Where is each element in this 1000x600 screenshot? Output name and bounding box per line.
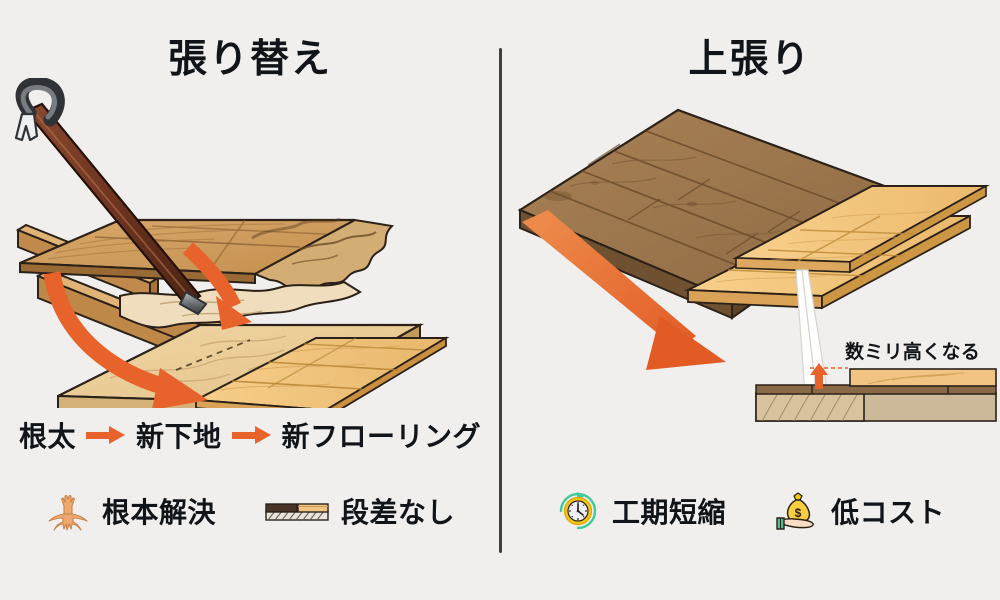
height-difference-cross-section (755, 363, 997, 422)
badge-dansa-nashi: 段差なし (264, 491, 455, 531)
panel-haritagae: 張り替え (0, 38, 500, 534)
new-overlay-planks (684, 184, 990, 310)
damaged-floorboards (19, 217, 395, 293)
badge-label-kouki-tanshuku: 工期短縮 (611, 497, 726, 528)
flow-step-2: 新下地 (135, 421, 222, 452)
left-illustration (14, 78, 450, 408)
left-flow-row: 根太 新下地 新フローリング (0, 415, 500, 455)
svg-text:$: $ (795, 506, 802, 520)
flow-step-3: 新フローリング (281, 421, 482, 452)
badge-label-dansa-nashi: 段差なし (341, 497, 456, 528)
crowbar-icon (14, 78, 208, 316)
orange-arrow-curved-small (182, 242, 252, 330)
height-callout-label: 数ミリ高くなる (845, 342, 981, 363)
badge-kouki-tanshuku: 工期短縮 (555, 488, 726, 534)
badge-konpon-kaiketsu: 根本解決 (45, 488, 216, 534)
right-illustration (517, 108, 990, 408)
flow-arrow-icon-1 (85, 422, 126, 448)
badge-label-tei-cost: 低コスト (831, 497, 946, 528)
left-badges: 根本解決 段差な (0, 488, 500, 534)
orange-arrow-diagonal (522, 210, 726, 370)
new-flooring-planks (192, 336, 450, 408)
badge-label-konpon-kaiketsu: 根本解決 (101, 497, 216, 528)
right-badges: 工期短縮 $ 低コスト (500, 488, 1000, 534)
clock-refresh-icon (559, 492, 597, 530)
orange-arrow-curved-large (43, 271, 208, 408)
tree-root-icon (48, 494, 88, 531)
panel-uwabari: 上張り (500, 0, 1000, 600)
panel-divider (499, 48, 502, 553)
right-panel-title: 上張り (688, 38, 812, 81)
flow-step-1: 根太 (18, 421, 76, 452)
left-panel-title: 張り替え (167, 38, 332, 81)
money-bag-in-hand-icon: $ (776, 492, 814, 530)
flow-arrow-icon-2 (231, 422, 272, 448)
badge-tei-cost: $ 低コスト (774, 488, 945, 534)
floor-cross-section-icon (265, 503, 329, 521)
height-rise-arrow-icon (810, 363, 848, 389)
